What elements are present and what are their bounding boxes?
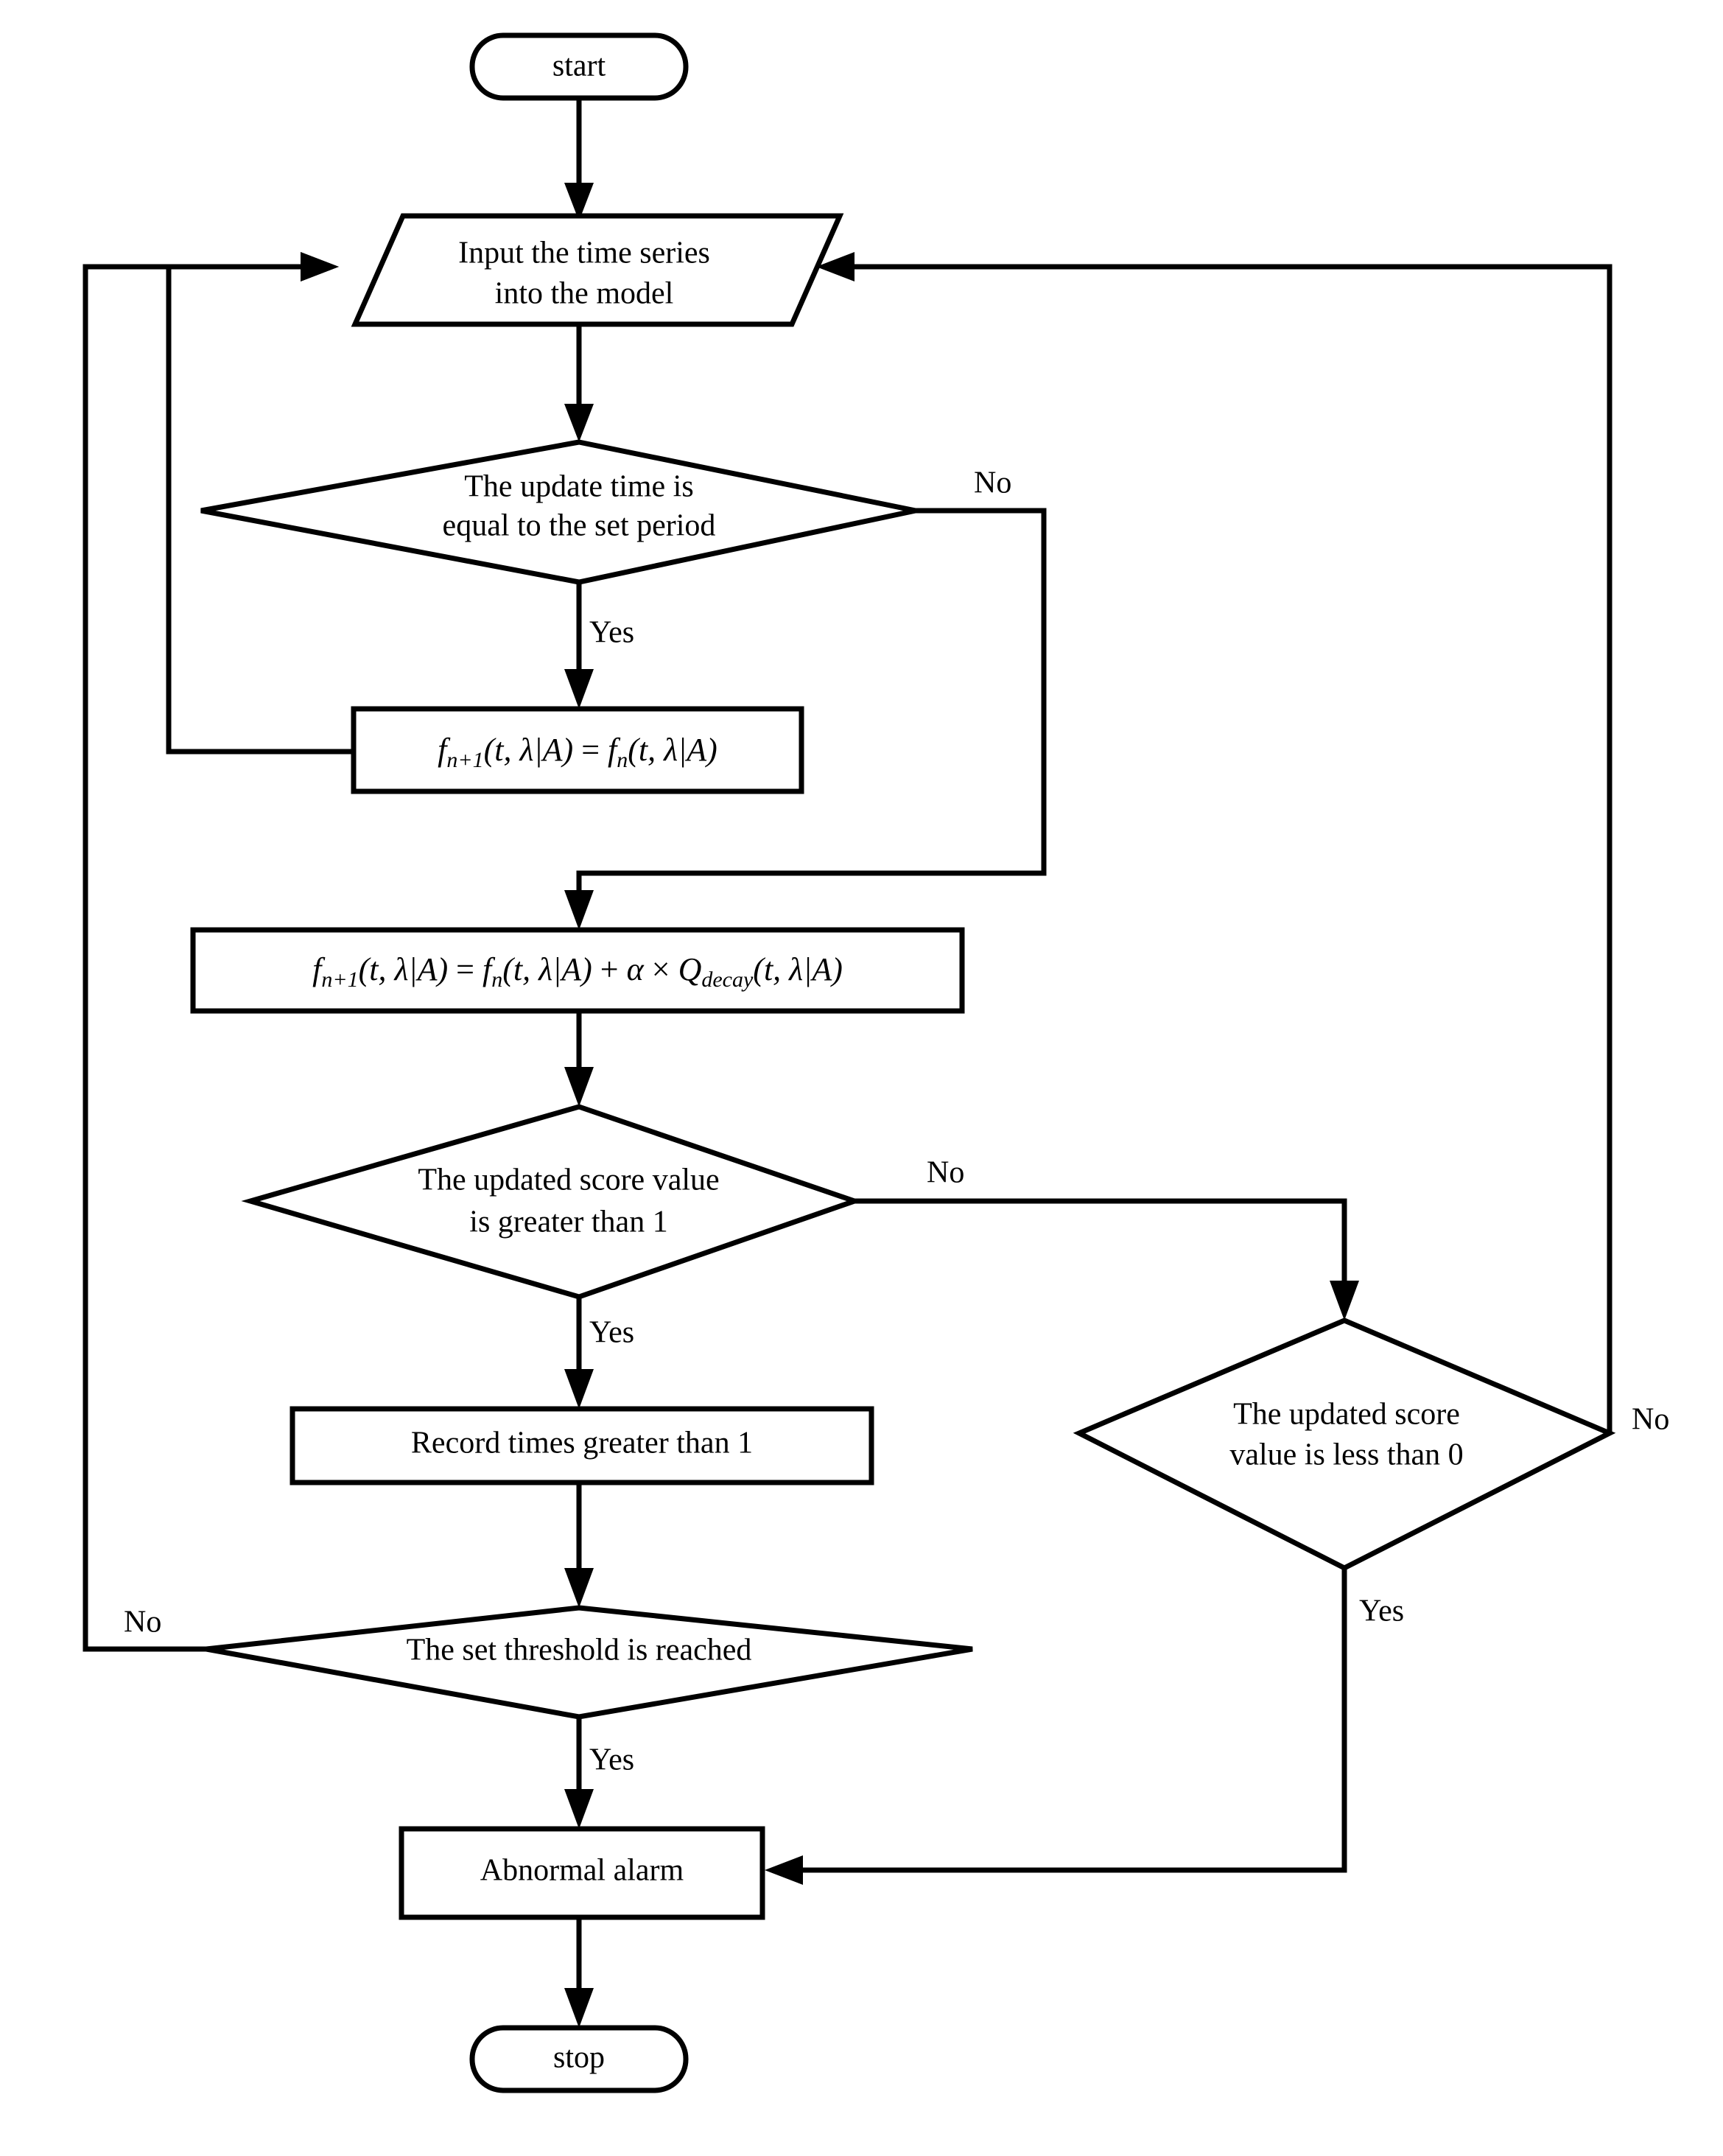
gt1-label-line2: is greater than 1 [469,1205,667,1239]
node-decision-less-than-0[interactable]: The updated score value is less than 0 [1073,1317,1616,1571]
gt1-label-line1: The updated score value [418,1163,719,1197]
lt0-label-line1: The updated score [1233,1398,1460,1432]
process-keep-formula: fn+1(t, λ|A) = fn(t, λ|A) [438,732,717,772]
update-time-label-line1: The update time is [464,470,693,504]
threshold-label: The set threshold is reached [407,1634,752,1667]
edge-update-no-to-merge [564,508,1047,930]
process-update-formula: fn+1(t, λ|A) = fn(t, λ|A) + α × Qdecay(t… [312,951,843,992]
edge-label-gt1-no: No [927,1156,964,1190]
edge-label-gt1-yes: Yes [589,1316,634,1350]
node-input[interactable]: Input the time series into the model [351,213,844,327]
edge-threshold-yes-to-alarm [564,1717,594,1829]
node-decision-greater-than-1[interactable]: The updated score value is greater than … [241,1104,863,1300]
node-stop[interactable]: stop [469,2025,689,2093]
edge-input-to-update-decision [564,324,594,442]
lt0-label-line2: value is less than 0 [1229,1438,1463,1472]
process-alarm-shape [399,1826,765,1920]
node-process-alarm[interactable]: Abnormal alarm [399,1826,765,1920]
greater-than-1-diamond-shape [241,1104,863,1300]
update-time-diamond-shape [200,439,916,585]
node-decision-update-time[interactable]: The update time is equal to the set peri… [200,439,916,585]
process-keep-shape [351,706,804,794]
edge-label-update-time-no: No [974,466,1011,500]
edge-gt1-yes-to-record [564,1297,594,1409]
node-process-update[interactable]: fn+1(t, λ|A) = fn(t, λ|A) + α × Qdecay(t… [190,927,965,1014]
edge-gt1-no-to-lt0 [855,1198,1359,1320]
start-label: start [552,49,606,83]
edge-label-lt0-no: No [1632,1403,1669,1437]
edge-label-threshold-yes: Yes [589,1743,634,1777]
less-than-0-diamond-shape [1073,1317,1616,1571]
edge-threshold-no-to-input-feedback [83,252,339,1652]
process-update-shape [190,927,965,1014]
node-start[interactable]: start [469,32,689,101]
edge-label-threshold-no: No [124,1606,161,1639]
process-record-shape [289,1406,874,1485]
node-process-record[interactable]: Record times greater than 1 [289,1406,874,1485]
edge-record-to-threshold [564,1481,594,1608]
edge-update-yes-to-keep [564,582,594,709]
input-label-line1: Input the time series [458,237,710,270]
edge-lt0-no-to-input-feedback [816,252,1613,1433]
edge-alarm-to-stop [564,1917,594,2028]
edge-start-to-input [564,98,594,221]
input-label-line2: into the model [495,277,674,311]
start-terminator-shape [469,32,689,101]
node-process-keep[interactable]: fn+1(t, λ|A) = fn(t, λ|A) [351,706,804,794]
edge-lt0-yes-to-alarm [765,1568,1347,1885]
process-record-label: Record times greater than 1 [411,1427,753,1460]
edge-label-lt0-yes: Yes [1359,1595,1404,1628]
stop-label: stop [553,2041,605,2075]
stop-terminator-shape [469,2025,689,2093]
update-time-label-line2: equal to the set period [443,509,716,543]
node-decision-threshold[interactable]: The set threshold is reached [206,1605,973,1720]
threshold-diamond-shape [206,1605,973,1720]
edge-update-formula-to-gt1 [564,1009,594,1107]
edge-label-update-time-yes: Yes [589,616,634,650]
process-alarm-label: Abnormal alarm [480,1854,684,1888]
input-parallelogram-shape [351,213,844,327]
